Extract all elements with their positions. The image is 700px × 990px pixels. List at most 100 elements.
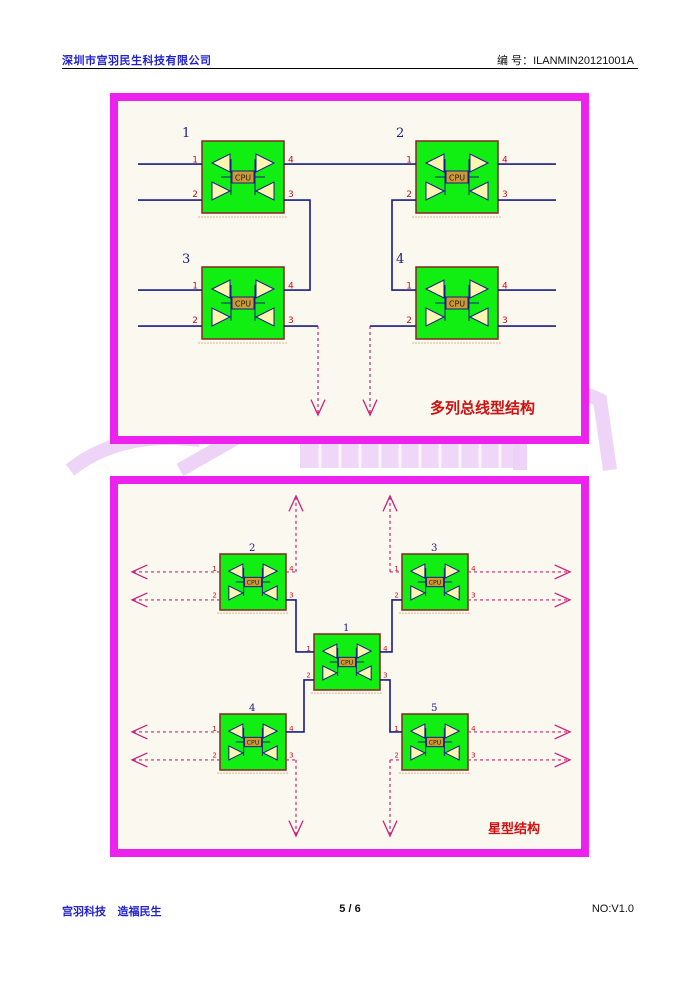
star-node-4-amp-top-left bbox=[227, 723, 244, 739]
star-node-2-port-4-label: 4 bbox=[289, 564, 294, 573]
bus-node-2-amp-bottom-right bbox=[468, 181, 489, 201]
bus-diagram-caption: 多列总线型结构 bbox=[430, 399, 536, 417]
star-node-3-amp-top-right bbox=[444, 563, 461, 579]
footer-page-number: 5 / 6 bbox=[339, 903, 361, 915]
bus-node-1-amp-bottom-left bbox=[211, 181, 232, 201]
star-node-2-amp-top-right bbox=[262, 563, 279, 579]
star-arrow-n2-port1-head bbox=[130, 564, 148, 580]
bus-node-2-id-label: 2 bbox=[396, 126, 404, 141]
bus-node-4-cpu-chip bbox=[445, 296, 469, 310]
bus-node-4-port-3-label: 3 bbox=[502, 316, 508, 326]
star-wire-hub-n5 bbox=[380, 679, 402, 733]
star-node-2-amp-bottom-left bbox=[228, 585, 244, 601]
bus-node-1-amp-top-left bbox=[210, 153, 231, 173]
bus-node-1-port-1-label: 1 bbox=[192, 156, 198, 166]
star-node-1-cpu-chip bbox=[337, 656, 357, 668]
bus-node-3-amp-bottom-left bbox=[211, 307, 232, 327]
footer-slogan: 宫羽科技 造福民生 bbox=[62, 905, 162, 918]
star-node-5-cpu-chip bbox=[425, 736, 445, 748]
star-node-3-cpu-label: CPU bbox=[429, 580, 442, 587]
star-node-1-amp-bottom-right bbox=[356, 665, 372, 681]
star-node-3-cpu-chip bbox=[425, 576, 445, 588]
star-node-5-id-label: 5 bbox=[431, 703, 437, 714]
star-node-5-amp-top-left bbox=[409, 723, 426, 739]
star-node-5-cpu-label: CPU bbox=[429, 740, 442, 747]
star-arrow-n4-port2-head bbox=[130, 752, 148, 768]
star-node-4-id-label: 4 bbox=[249, 703, 255, 714]
star-node-4-port-1-label: 1 bbox=[212, 724, 216, 733]
star-node-1-port-3-label: 3 bbox=[383, 671, 387, 680]
bus-node-2-port-2-label: 2 bbox=[406, 190, 412, 200]
bus-expansion-arrow-right-head bbox=[362, 399, 378, 417]
star-node-1-id-label: 1 bbox=[343, 623, 349, 634]
star-node-2-amp-top-left bbox=[227, 563, 244, 579]
star-node-4-amp-top-right bbox=[262, 723, 279, 739]
star-wire-hub-n3 bbox=[380, 599, 402, 653]
star-node-4-port-4-label: 4 bbox=[289, 724, 294, 733]
bus-node-3-port-3-label: 3 bbox=[288, 316, 294, 326]
star-node-1-port-2-label: 2 bbox=[306, 671, 310, 680]
star-node-4-cpu-chip bbox=[243, 736, 263, 748]
star-arrow-n3-port4-head bbox=[554, 564, 572, 580]
bus-node-4-amp-bottom-left bbox=[425, 307, 446, 327]
star-node-2-amp-bottom-right bbox=[262, 585, 278, 601]
star-node-4-amp-bottom-left bbox=[228, 745, 244, 761]
bus-node-4-cpu-label: CPU bbox=[449, 300, 465, 309]
bus-node-2-port-1-label: 1 bbox=[406, 156, 412, 166]
star-arrow-up-right-head bbox=[382, 494, 398, 512]
bus-node-4-amp-top-right bbox=[469, 279, 490, 299]
bus-node-2-cpu-chip bbox=[445, 170, 469, 184]
star-arrow-n2-port2-head bbox=[130, 592, 148, 608]
star-node-5-port-2-label: 2 bbox=[394, 751, 398, 760]
bus-node-3-amp-bottom-right bbox=[254, 307, 275, 327]
star-node-1-cpu-label: CPU bbox=[341, 660, 354, 667]
bus-node-1-cpu-chip bbox=[231, 170, 255, 184]
star-node-4-cpu-label: CPU bbox=[247, 740, 260, 747]
star-arrow-down-right-head bbox=[382, 820, 398, 838]
bus-node-4-amp-bottom-right bbox=[468, 307, 489, 327]
star-arrow-n3-port3-head bbox=[554, 592, 572, 608]
star-node-1-amp-bottom-left bbox=[322, 665, 338, 681]
star-arrow-n5-port4-head bbox=[554, 724, 572, 740]
star-node-4-port-2-label: 2 bbox=[212, 751, 216, 760]
bus-node-1-box bbox=[201, 140, 285, 214]
star-node-1-amp-top-right bbox=[356, 643, 373, 659]
bus-node-3-cpu-chip bbox=[231, 296, 255, 310]
star-node-5-port-1-label: 1 bbox=[394, 724, 398, 733]
star-arrow-up-left-head bbox=[288, 494, 304, 512]
star-node-5-port-4-label: 4 bbox=[471, 724, 476, 733]
star-node-1-port-4-label: 4 bbox=[383, 644, 388, 653]
bus-node-1-id-label: 1 bbox=[182, 126, 190, 141]
bus-node-3-cpu-label: CPU bbox=[235, 300, 251, 309]
header-company-name: 深圳市宫羽民生科技有限公司 bbox=[62, 54, 212, 67]
bus-node-4-amp-top-left bbox=[424, 279, 445, 299]
bus-node-2-cpu-label: CPU bbox=[449, 174, 465, 183]
star-node-2-port-1-label: 1 bbox=[212, 564, 216, 573]
star-diagram-caption: 星型结构 bbox=[488, 822, 541, 837]
bus-node-4-port-2-label: 2 bbox=[406, 316, 412, 326]
star-node-2-id-label: 2 bbox=[249, 543, 255, 554]
star-node-1-amp-top-left bbox=[321, 643, 338, 659]
bus-node-2-port-3-label: 3 bbox=[502, 190, 508, 200]
star-node-2-port-3-label: 3 bbox=[289, 591, 293, 600]
star-node-2-cpu-chip bbox=[243, 576, 263, 588]
bus-node-1-cpu-label: CPU bbox=[235, 174, 251, 183]
bus-node-3-amp-top-left bbox=[210, 279, 231, 299]
star-arrow-n4-port1-head bbox=[130, 724, 148, 740]
star-node-5-amp-top-right bbox=[444, 723, 461, 739]
star-node-3-id-label: 3 bbox=[431, 543, 437, 554]
star-node-5-amp-bottom-left bbox=[410, 745, 426, 761]
bus-expansion-arrow-left-head bbox=[310, 399, 326, 417]
star-node-3-amp-top-left bbox=[409, 563, 426, 579]
bus-node-4-port-1-label: 1 bbox=[406, 282, 412, 292]
bus-node-1-amp-bottom-right bbox=[254, 181, 275, 201]
bus-node-4-port-4-label: 4 bbox=[502, 282, 508, 292]
bus-node-2-amp-bottom-left bbox=[425, 181, 446, 201]
bus-node-2-port-4-label: 4 bbox=[502, 156, 508, 166]
star-node-3-amp-bottom-left bbox=[410, 585, 426, 601]
star-node-3-port-1-label: 1 bbox=[394, 564, 398, 573]
